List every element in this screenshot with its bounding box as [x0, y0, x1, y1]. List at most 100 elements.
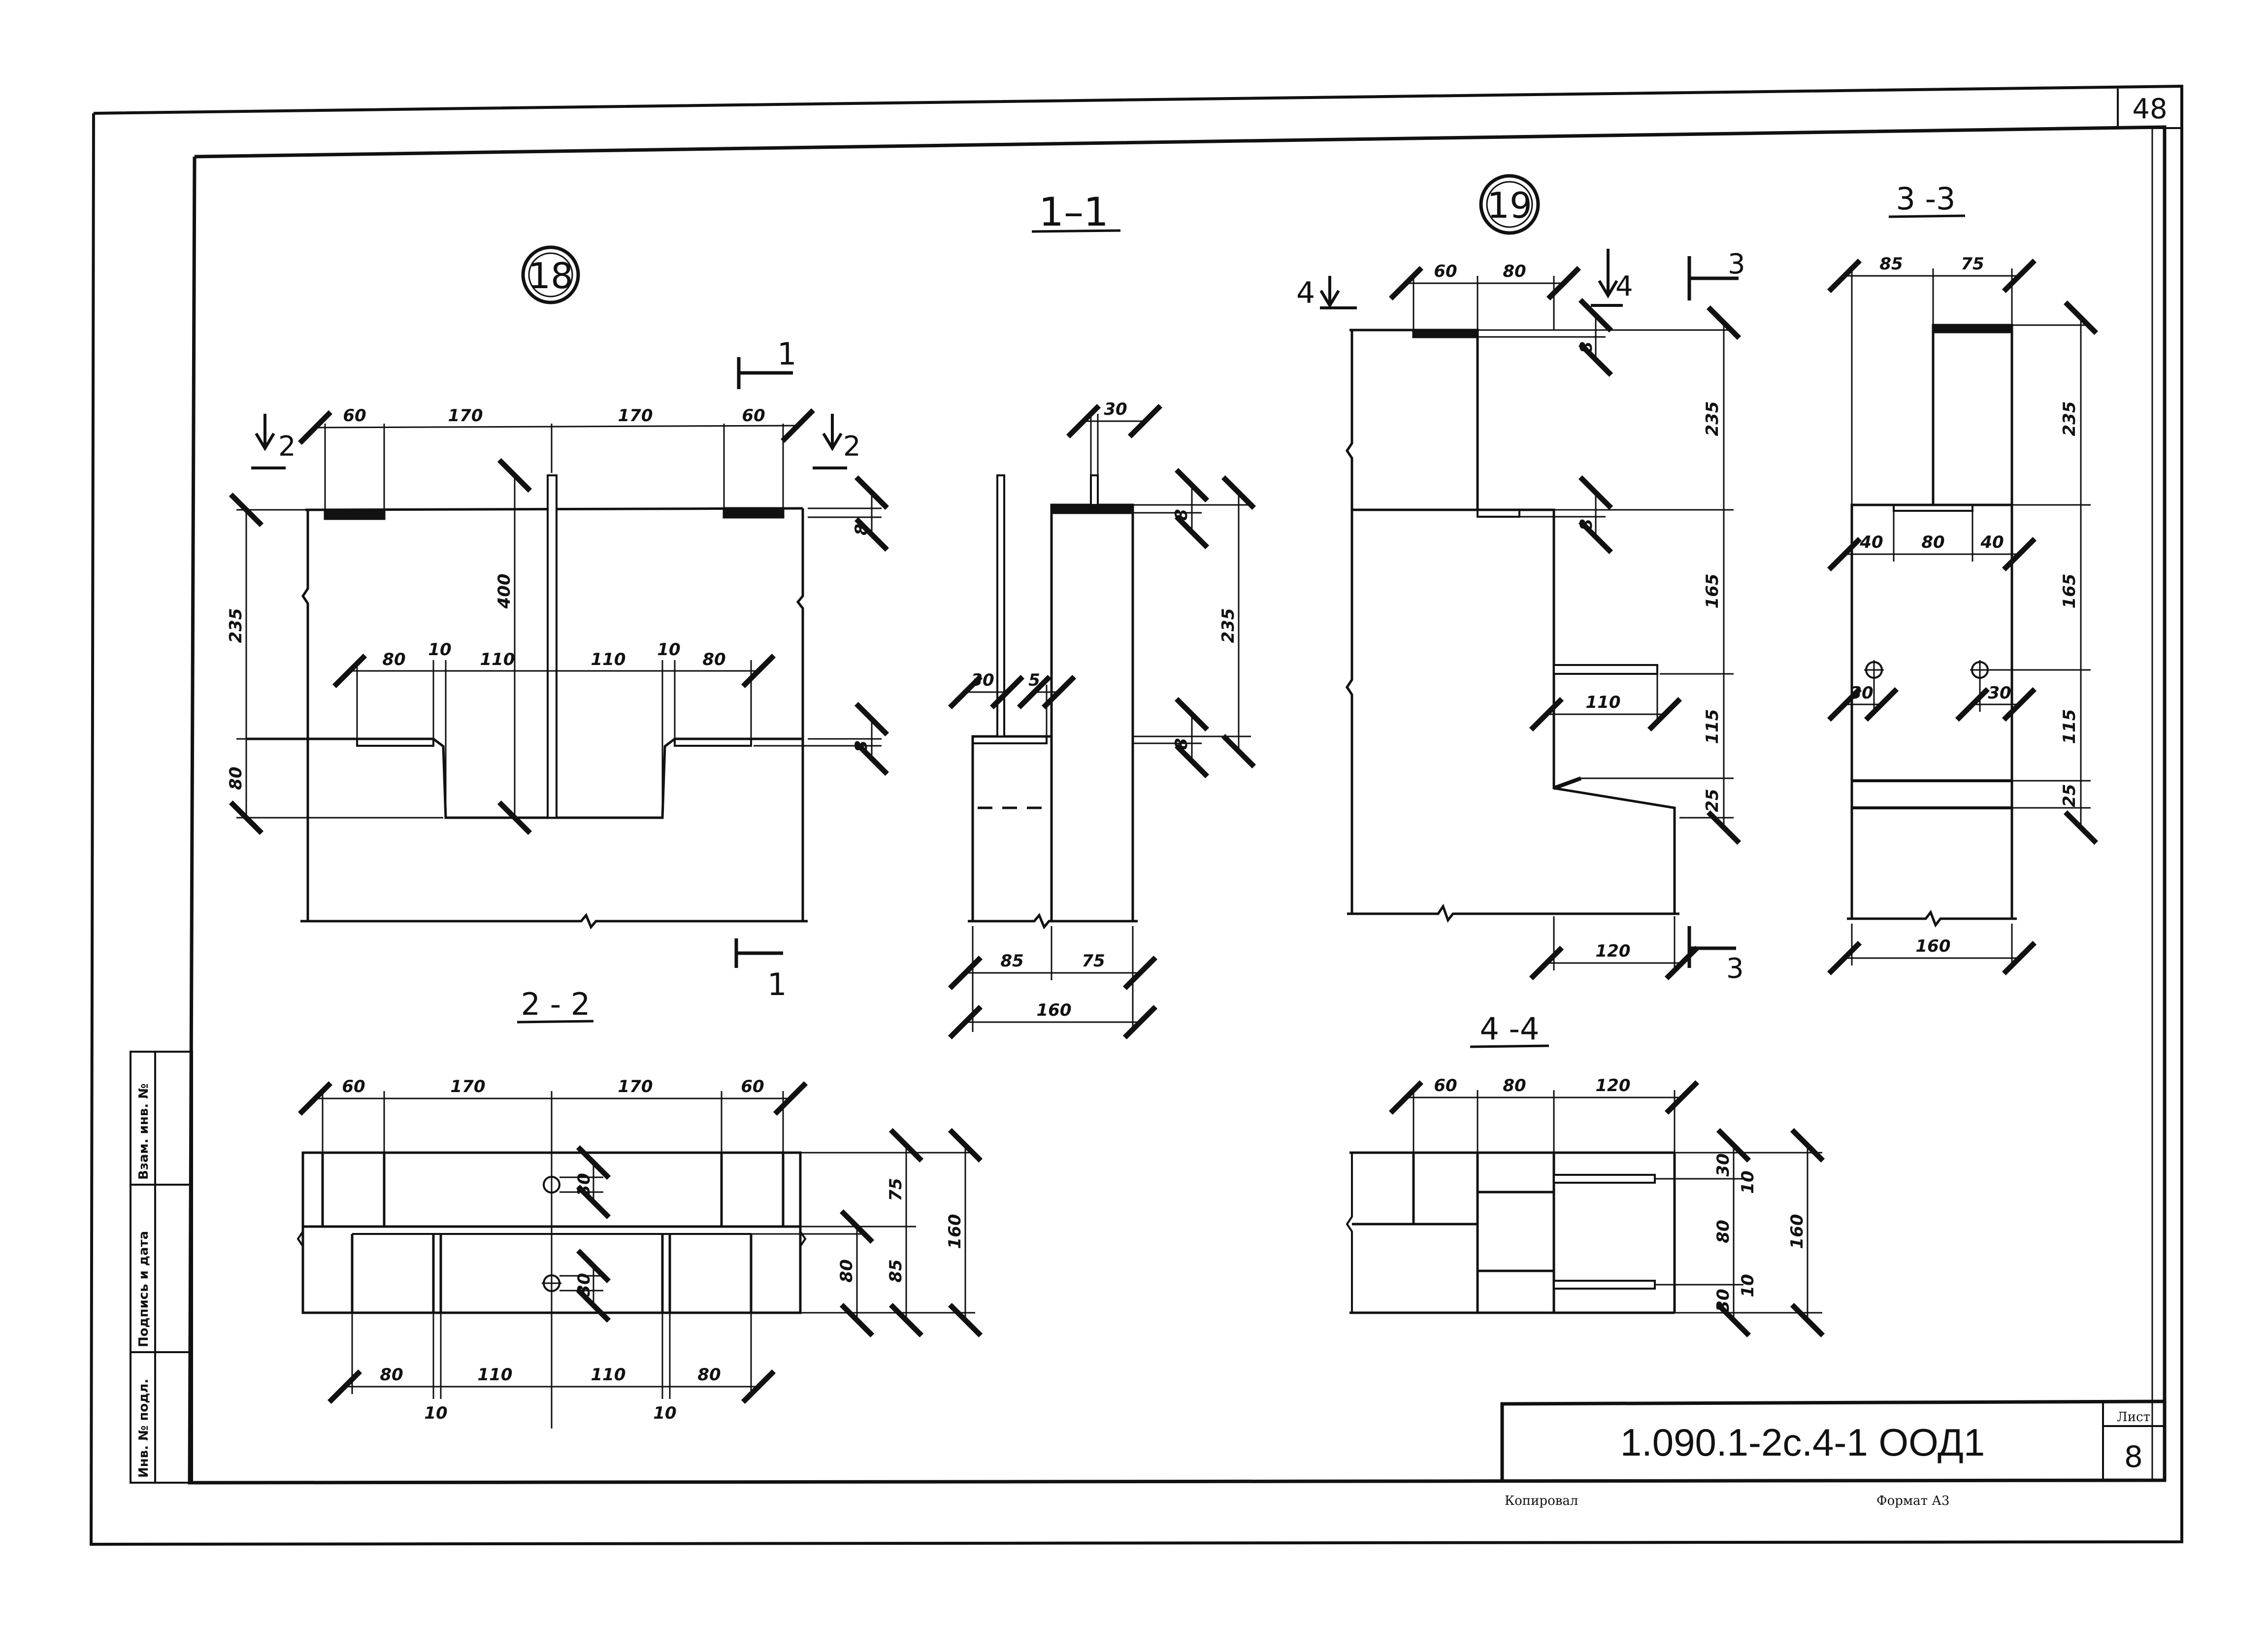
svg-text:110: 110: [1586, 693, 1621, 712]
svg-text:8: 8: [1172, 738, 1191, 750]
svg-text:110: 110: [478, 1365, 513, 1385]
dims-2-2-text: 60 170 170 60 30 30 75 85 80 160 80 110 …: [342, 1077, 965, 1423]
svg-text:60: 60: [343, 406, 366, 426]
cut-label-1-top: 1: [777, 336, 796, 372]
dims-4-4-lines: [1388, 1080, 1825, 1338]
mark-18: 18: [521, 245, 580, 304]
svg-text:10: 10: [1738, 1170, 1758, 1194]
cut-mark-2-right: [813, 414, 847, 469]
dims-1-1-text: 30 30 5 8 235 8 85 75 160: [971, 399, 1238, 1020]
svg-text:120: 120: [1596, 941, 1631, 961]
svg-text:160: 160: [945, 1214, 965, 1249]
svg-text:85: 85: [1879, 254, 1903, 274]
dims-19-lines: [1388, 266, 1742, 981]
svg-text:170: 170: [618, 406, 653, 426]
svg-text:80: 80: [380, 1365, 403, 1385]
cut-label-2-left: 2: [278, 431, 296, 463]
svg-text:80: 80: [837, 1259, 856, 1282]
section-title-3-3: 3 -3: [1896, 181, 1956, 217]
svg-text:5: 5: [1028, 670, 1040, 690]
outer-frame: [89, 84, 2183, 1546]
svg-text:75: 75: [886, 1178, 906, 1201]
section-title-1-1: 1–1: [1039, 189, 1109, 235]
svg-text:75: 75: [1082, 951, 1105, 971]
section-underline-3-3: [1888, 214, 1966, 218]
dims-18-lines: [229, 408, 889, 835]
svg-text:120: 120: [1596, 1076, 1631, 1096]
cut-mark-2-left: [251, 414, 286, 469]
svg-text:25: 25: [2060, 784, 2079, 807]
format-label: Формат А3: [1876, 1494, 1949, 1508]
sheet-number: 8: [2124, 1440, 2143, 1474]
svg-text:60: 60: [342, 1077, 365, 1097]
section-3-3-view: [1847, 324, 2017, 928]
svg-text:10: 10: [424, 1403, 447, 1423]
dims-2-2-lines: [297, 1081, 983, 1429]
svg-text:165: 165: [1703, 574, 1722, 609]
cut-mark-1-top: [737, 357, 793, 389]
cut-label-2-right: 2: [843, 431, 861, 463]
svg-text:30: 30: [574, 1273, 594, 1296]
cut-label-1-bottom: 1: [767, 966, 787, 1002]
svg-text:30: 30: [574, 1173, 594, 1196]
svg-text:235: 235: [2060, 401, 2079, 436]
svg-text:160: 160: [1916, 936, 1951, 956]
svg-text:110: 110: [480, 650, 515, 669]
svg-text:8: 8: [852, 740, 871, 752]
cut-mark-4-left: [1319, 276, 1357, 309]
inner-frame: [188, 125, 2167, 1485]
svg-text:30: 30: [1713, 1153, 1733, 1176]
svg-text:80: 80: [697, 1365, 721, 1385]
svg-text:10: 10: [653, 1403, 676, 1423]
section-underline-4-4: [1470, 1044, 1549, 1048]
svg-text:235: 235: [1703, 401, 1722, 436]
side-stamp: [130, 1051, 193, 1484]
svg-text:60: 60: [742, 406, 765, 426]
cut-label-4-left: 4: [1296, 276, 1315, 310]
svg-text:40: 40: [1859, 532, 1883, 552]
svg-text:170: 170: [451, 1077, 486, 1097]
side-stamp-inv-replace: Взам. инв. №: [136, 1084, 151, 1180]
svg-text:18: 18: [528, 255, 573, 297]
svg-text:85: 85: [1000, 951, 1023, 971]
svg-text:8: 8: [852, 524, 871, 535]
svg-text:30: 30: [1850, 683, 1873, 703]
svg-text:80: 80: [1921, 532, 1944, 552]
svg-text:8: 8: [1172, 509, 1191, 521]
svg-text:110: 110: [591, 650, 626, 669]
svg-text:235: 235: [1218, 608, 1238, 643]
svg-text:60: 60: [1434, 262, 1457, 281]
document-code: 1.090.1-2с.4-1 ООД1: [1620, 1421, 1985, 1464]
svg-text:85: 85: [886, 1259, 906, 1282]
svg-text:235: 235: [226, 608, 246, 643]
cut-label-3-top: 3: [1728, 248, 1745, 280]
svg-text:115: 115: [2060, 709, 2079, 744]
sheet-label: Лист: [2117, 1410, 2150, 1425]
cut-label-4-right: 4: [1615, 270, 1633, 302]
svg-text:8: 8: [1577, 341, 1596, 353]
svg-text:110: 110: [591, 1365, 626, 1385]
svg-text:30: 30: [971, 670, 994, 690]
svg-text:25: 25: [1703, 789, 1722, 812]
dims-3-3-lines: [1827, 258, 2099, 976]
svg-text:60: 60: [1434, 1076, 1457, 1096]
side-stamp-inv-orig: Инв. № подл.: [136, 1379, 151, 1478]
svg-text:30: 30: [1104, 399, 1127, 419]
svg-text:40: 40: [1980, 532, 2004, 552]
dims-4-4-text: 60 80 120 30 10 80 160 10 30: [1434, 1076, 1807, 1312]
dims-1-1-lines: [948, 403, 1256, 1040]
svg-text:80: 80: [1503, 1076, 1526, 1096]
svg-text:80: 80: [226, 766, 246, 790]
svg-text:10: 10: [657, 640, 680, 660]
svg-text:80: 80: [1503, 262, 1526, 281]
svg-text:80: 80: [1713, 1220, 1733, 1243]
title-block: [1500, 1399, 2165, 1480]
dims-3-3-text: 85 75 235 40 80 40 165 30 30 115 25 160: [1850, 254, 2079, 956]
cut-label-3-bottom: 3: [1726, 953, 1744, 985]
side-stamp-signature-date: Подпись и дата: [136, 1231, 151, 1347]
dims-18-text: 60 170 170 60 235 80 400 80 10 110 110 1…: [226, 406, 871, 790]
section-title-2-2: 2 - 2: [521, 986, 591, 1022]
svg-text:19: 19: [1487, 185, 1532, 226]
svg-text:115: 115: [1703, 709, 1722, 744]
